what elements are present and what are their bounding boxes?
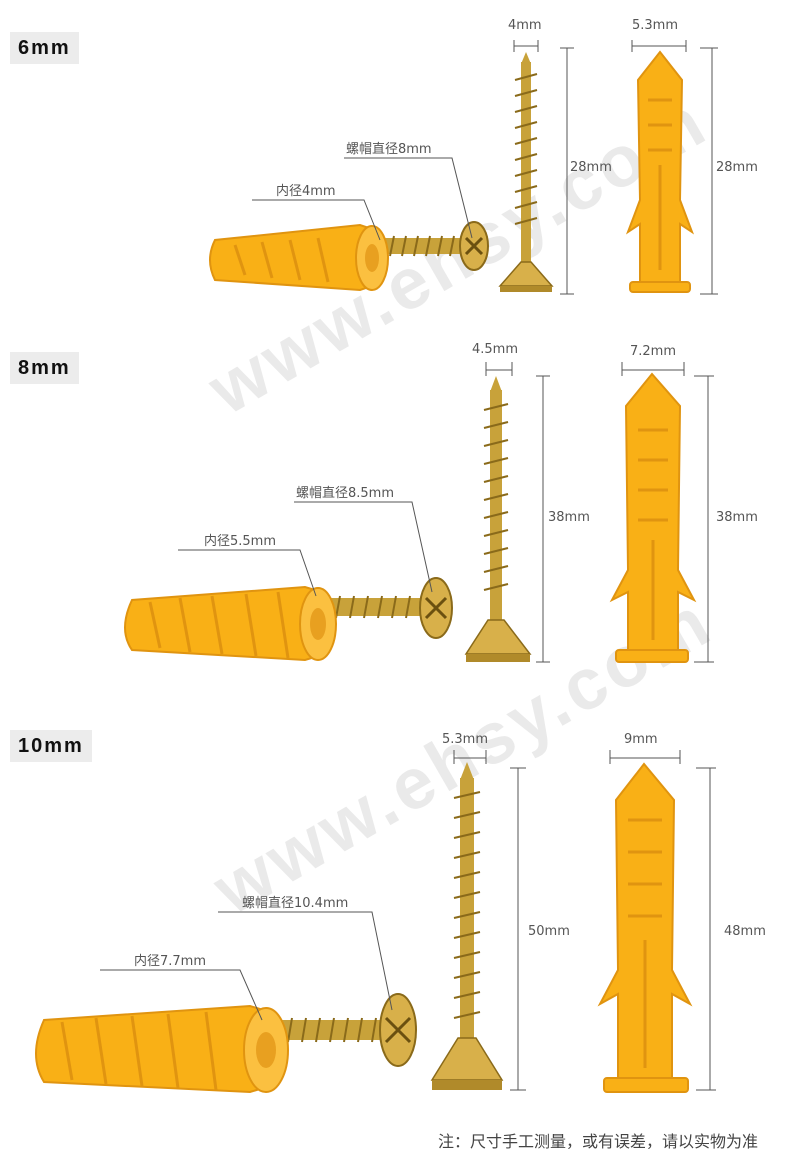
inner-diameter-label: 内径5.5mm: [204, 534, 277, 549]
assembled-screw: [330, 577, 453, 639]
screw-width-label: 4.5mm: [472, 342, 519, 357]
head-diameter-label: 螺帽直径8.5mm: [296, 486, 395, 501]
plug-width-label: 9mm: [624, 732, 658, 747]
assembled-screw: [282, 993, 417, 1067]
vertical-screw: [430, 762, 504, 1090]
plug-width-label: 7.2mm: [630, 344, 677, 359]
product-illustration: [209, 40, 718, 295]
screw-width-label: 4mm: [508, 18, 542, 33]
assembled-screw: [360, 221, 489, 271]
dimension-lines: [252, 40, 718, 295]
inner-diameter-label: 内径7.7mm: [134, 954, 207, 969]
section-10mm: 10mm: [0, 720, 790, 1120]
section-8mm: 8mm: [0, 330, 790, 700]
size-tag: 6mm: [10, 32, 79, 64]
section-6mm: 6mm: [0, 0, 790, 320]
assembled-plug: [209, 223, 389, 292]
screw-length-label: 38mm: [548, 510, 590, 525]
plug-length-label: 48mm: [724, 924, 766, 939]
assembled-plug: [124, 585, 337, 662]
product-illustration: [35, 750, 716, 1094]
vertical-plug: [625, 50, 695, 293]
inner-diameter-label: 内径4mm: [276, 184, 336, 199]
dimension-lines: [100, 750, 716, 1091]
screw-length-label: 28mm: [570, 160, 612, 175]
plug-length-label: 38mm: [716, 510, 758, 525]
measurement-note: 注：尺寸手工测量，或有误差，请以实物为准: [437, 1132, 758, 1151]
dimension-lines: [178, 362, 714, 663]
vertical-screw: [464, 376, 532, 662]
screw-length-label: 50mm: [528, 924, 570, 939]
screw-width-label: 5.3mm: [442, 732, 489, 747]
product-illustration: [124, 362, 714, 663]
size-tag: 8mm: [10, 352, 79, 384]
assembled-plug: [35, 1004, 289, 1094]
size-tag: 10mm: [10, 730, 92, 762]
head-diameter-label: 螺帽直径8mm: [346, 142, 432, 157]
plug-length-label: 28mm: [716, 160, 758, 175]
plug-width-label: 5.3mm: [632, 18, 679, 33]
vertical-plug: [609, 372, 697, 663]
head-diameter-label: 螺帽直径10.4mm: [242, 896, 349, 911]
vertical-plug: [597, 762, 693, 1093]
vertical-screw: [498, 52, 554, 292]
